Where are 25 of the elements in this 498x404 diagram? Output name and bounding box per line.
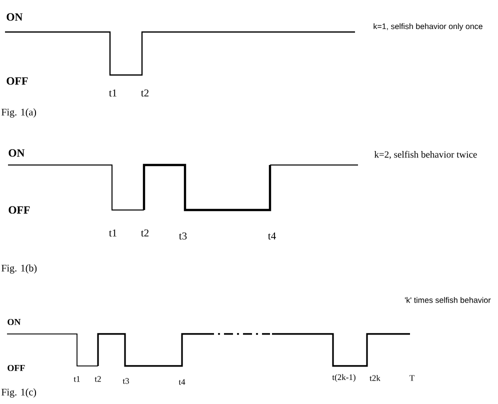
annotation: 'k' times selfish behavior [405,297,491,303]
time-label: t4 [178,379,186,385]
time-label: T [410,375,414,381]
state-label: ON [6,13,23,21]
time-label: t2k [370,375,380,381]
time-label: t3 [122,378,129,384]
state-label: ON [8,149,25,157]
state-label: OFF [8,206,30,214]
figure-caption: Fig. 1(a) [2,108,36,118]
time-label: t4 [268,232,276,240]
annotation: k=2, selfish behavior twice [374,150,477,160]
time-label: t1 [109,89,116,97]
time-label: t1 [109,229,116,237]
time-label: t1 [74,376,80,382]
time-label: t2 [94,376,101,382]
time-label: t2 [141,89,149,97]
time-label: t2 [141,229,149,237]
figure-caption: Fig. 1(c) [2,388,36,398]
annotation: k=1, selfish behavior only once [374,23,482,31]
state-label: ON [8,318,21,326]
time-label: t3 [179,232,187,240]
state-label: OFF [8,364,25,372]
figure-caption: Fig. 1(b) [2,264,37,274]
time-label: t(2k-1) [332,374,356,382]
state-label: OFF [6,77,28,85]
